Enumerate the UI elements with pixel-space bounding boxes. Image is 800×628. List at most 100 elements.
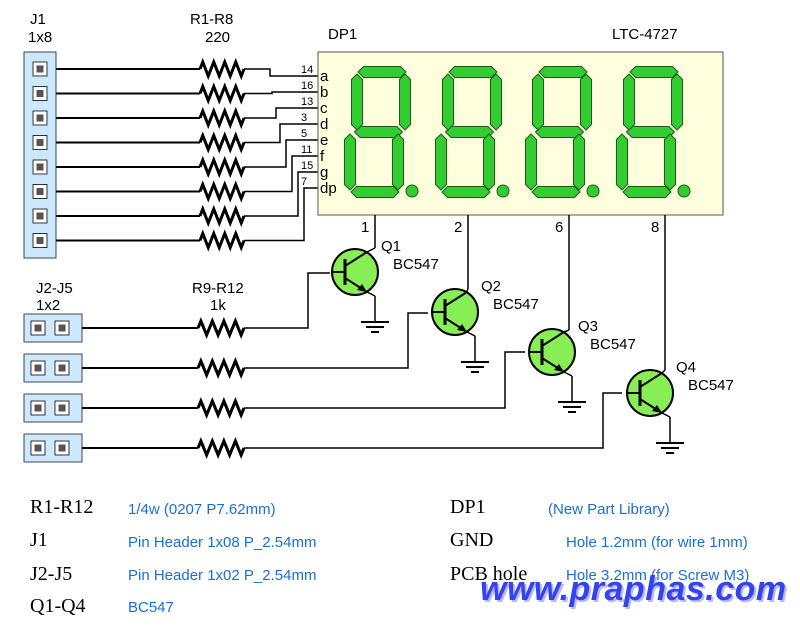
segment-letter-label: e <box>320 132 328 149</box>
segment-trace <box>244 107 318 119</box>
legend-value-q1-q4: BC547 <box>128 599 174 616</box>
resistor-r1 <box>198 57 246 81</box>
base-trace <box>244 272 330 329</box>
segment-b <box>399 73 411 131</box>
resistor-r10 <box>196 357 246 379</box>
segment-d <box>350 186 400 198</box>
transistor-part-label: BC547 <box>493 296 539 313</box>
digit-pin-label: 8 <box>651 219 659 236</box>
j1-label: J1 <box>30 11 46 28</box>
segment-trace <box>244 139 318 168</box>
segment-d <box>531 186 581 198</box>
transistor-collector <box>639 372 663 388</box>
dp1-label: DP1 <box>328 26 357 43</box>
j1-pin-square <box>36 65 44 73</box>
segment-letter-label: dp <box>320 180 337 197</box>
pin-number-label: 11 <box>301 144 312 156</box>
segment-letter-label: c <box>320 100 328 117</box>
segment-a <box>629 66 679 78</box>
segment-f <box>623 73 635 131</box>
legend-value-gnd: Hole 1.2mm (for wire 1mm) <box>566 534 748 551</box>
resistor-r3 <box>198 106 246 130</box>
pin-number-label: 13 <box>301 96 313 108</box>
segment-c <box>573 133 585 191</box>
segment-f <box>351 73 363 131</box>
segment-d <box>441 186 491 198</box>
j1-pins <box>32 61 48 248</box>
segment-d <box>622 186 672 198</box>
j1-pin-square <box>36 114 44 122</box>
legend-value-pcb-hole: Hole 3.2mm (for Screw M3) <box>566 567 750 584</box>
segment-a <box>538 66 588 78</box>
segment-letter-label: g <box>320 164 328 181</box>
legend-key-j2-j5: J2-J5 <box>30 563 73 585</box>
segment-a <box>357 66 407 78</box>
segment-e <box>525 133 537 191</box>
r9-r12-value: 1k <box>210 297 226 314</box>
transistor-emitter-arrow <box>457 324 467 332</box>
j2-j5-type-label: 1x2 <box>36 297 60 314</box>
legend-key-gnd: GND <box>450 529 494 551</box>
segment-trace <box>244 155 318 193</box>
header-pin-square <box>58 444 66 452</box>
pin-number-label: 14 <box>301 64 313 76</box>
segment-letter-label: b <box>320 84 328 101</box>
transistor-part-label: BC547 <box>590 336 636 353</box>
digit-pin-label: 6 <box>555 219 563 236</box>
j1-pin-square <box>36 188 44 195</box>
collector-lead <box>563 329 570 333</box>
segment-dp <box>496 184 510 198</box>
segment-dp <box>405 184 419 198</box>
resistor-r2 <box>198 82 246 105</box>
segment-b <box>490 73 502 131</box>
resistor-r12 <box>196 437 246 459</box>
transistor-collector <box>541 331 565 347</box>
segment-letter-label: d <box>320 116 328 133</box>
base-trace <box>244 392 622 449</box>
pin-number-label: 15 <box>301 160 313 172</box>
r1-r8-value: 220 <box>205 29 230 46</box>
transistor-part-label: BC547 <box>688 377 734 394</box>
emitter-lead <box>661 412 671 418</box>
transistor-collector <box>444 291 468 307</box>
pin-number-label: 7 <box>301 176 307 188</box>
seven-segment-digits <box>344 66 691 198</box>
resistor-r5 <box>198 155 246 179</box>
legend-value-j1: Pin Header 1x08 P_2.54mm <box>128 534 317 551</box>
j2-j5-label: J2-J5 <box>36 280 73 297</box>
segment-b <box>671 73 683 131</box>
segment-e <box>616 133 628 191</box>
dp1-part-label: LTC-4727 <box>612 26 678 43</box>
j1-pin-square <box>36 139 44 146</box>
legend-key-j1: J1 <box>30 529 48 551</box>
transistor-name-label: Q1 <box>381 238 401 255</box>
collector-lead <box>466 287 469 293</box>
legend-value-j2-j5: Pin Header 1x02 P_2.54mm <box>128 567 317 584</box>
collector-lead <box>366 247 376 253</box>
resistor-r4 <box>198 131 246 154</box>
segment-a <box>448 66 498 78</box>
collector-lead <box>661 369 666 374</box>
segment-c <box>392 133 404 191</box>
segment-f <box>442 73 454 131</box>
segment-wires <box>56 57 318 252</box>
emitter-lead <box>366 291 376 297</box>
emitter-lead <box>466 331 476 337</box>
resistor-r9 <box>196 317 246 339</box>
emitter-lead <box>563 371 573 377</box>
segment-trace <box>244 68 318 77</box>
legend-value-dp1: (New Part Library) <box>548 501 670 518</box>
transistor-name-label: Q3 <box>578 318 598 335</box>
legend-key-r1-r12: R1-R12 <box>30 496 94 518</box>
base-trace <box>244 351 525 409</box>
pin-number-label: 3 <box>301 112 307 124</box>
transistor-name-label: Q2 <box>481 278 501 295</box>
segment-c <box>483 133 495 191</box>
base-trace <box>244 312 428 369</box>
watermark-text: www.praphas.com <box>480 570 787 608</box>
legend-key-q1-q4: Q1-Q4 <box>30 595 86 617</box>
j1-pin-square <box>36 237 44 244</box>
